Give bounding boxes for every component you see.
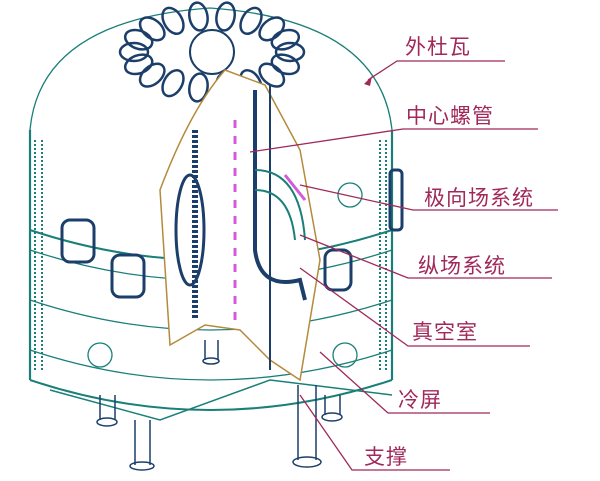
leader-poloidal-field: [299, 184, 558, 211]
top-port: [258, 16, 286, 42]
top-port: [215, 1, 236, 32]
top-ports: [118, 1, 306, 103]
leader-central-solenoid: [249, 128, 538, 153]
top-port: [239, 6, 263, 36]
leader-outer-dewar: [367, 60, 505, 81]
label-central-solenoid: 中心螺管: [406, 104, 494, 128]
leader-thermal-shield: [319, 351, 490, 414]
top-port: [270, 53, 301, 76]
top-port: [161, 6, 185, 36]
top-port: [123, 28, 154, 51]
top-port: [123, 53, 154, 76]
top-port: [274, 41, 306, 63]
top-port: [138, 16, 166, 42]
label-toroidal-field-system: 纵场系统: [418, 254, 506, 278]
top-port: [138, 62, 166, 88]
top-port: [270, 28, 301, 51]
top-port: [188, 72, 209, 103]
arrowhead-icon: [364, 76, 372, 86]
top-port: [258, 62, 286, 88]
leader-lines: [249, 60, 558, 471]
top-port: [118, 41, 150, 63]
leader-toroidal-field: [299, 234, 552, 279]
support-legs: [96, 340, 343, 471]
cutaway-section: [159, 69, 321, 382]
label-vacuum-vessel: 真空室: [412, 320, 478, 344]
label-thermal-shield: 冷屏: [398, 388, 442, 412]
label-support: 支撑: [364, 445, 408, 469]
leader-vacuum-vessel: [299, 267, 530, 347]
dewar-top: [29, 7, 393, 131]
top-port: [188, 1, 209, 32]
label-outer-dewar: 外杜瓦: [405, 35, 471, 59]
top-port: [161, 68, 185, 98]
label-poloidal-field-system: 极向场系统: [424, 186, 534, 210]
leader-support: [299, 394, 450, 471]
